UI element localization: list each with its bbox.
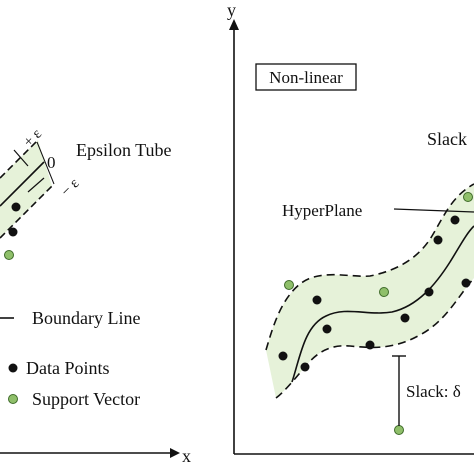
x-axis-arrowhead bbox=[170, 448, 180, 458]
epsilon-minus-label: − ε bbox=[58, 175, 82, 199]
right-tube-upper-boundary bbox=[265, 183, 474, 351]
epsilon-zero-label: 0 bbox=[47, 153, 56, 172]
right-data-point bbox=[400, 313, 410, 323]
epsilon-tube-label: Epsilon Tube bbox=[76, 140, 172, 160]
epsilon-plus-label: + ε bbox=[21, 126, 45, 150]
left-support-vector bbox=[4, 250, 14, 260]
left-data-point bbox=[8, 227, 18, 237]
legend-data-points-label: Data Points bbox=[26, 358, 110, 378]
epsilon-width-bracket bbox=[36, 141, 55, 185]
left-data-point bbox=[11, 202, 21, 212]
slack-top-label: Slack bbox=[427, 129, 467, 149]
hyperplane-curve bbox=[291, 225, 474, 383]
right-data-point bbox=[450, 215, 460, 225]
right-support-vector bbox=[379, 287, 389, 297]
epsilon-marker-upper bbox=[13, 149, 29, 167]
y-axis-label: y bbox=[227, 0, 236, 20]
epsilon-marker-lower bbox=[27, 177, 45, 193]
legend-data-point-marker bbox=[8, 363, 18, 373]
right-support-vector bbox=[284, 280, 294, 290]
hyperplane-label: HyperPlane bbox=[282, 201, 362, 220]
left-panel: + ε 0 − ε Epsilon Tube Boundary Line Dat… bbox=[0, 126, 191, 466]
left-epsilon-tube bbox=[0, 140, 52, 238]
right-data-point bbox=[278, 351, 288, 361]
left-boundary-line bbox=[0, 161, 45, 207]
left-tube-upper-boundary bbox=[0, 139, 39, 179]
legend-boundary-line-label: Boundary Line bbox=[32, 308, 140, 328]
non-linear-title: Non-linear bbox=[269, 68, 343, 87]
y-axis-arrowhead bbox=[229, 19, 239, 30]
legend-support-vector-label: Support Vector bbox=[32, 389, 140, 409]
right-support-vector bbox=[463, 192, 473, 202]
right-data-point bbox=[300, 362, 310, 372]
right-data-point bbox=[365, 340, 375, 350]
right-data-point bbox=[461, 278, 471, 288]
right-data-point bbox=[312, 295, 322, 305]
slack-delta-label: Slack: δ bbox=[406, 382, 461, 401]
x-axis-label: x bbox=[182, 446, 191, 466]
right-data-point bbox=[322, 324, 332, 334]
right-support-vector bbox=[394, 425, 404, 435]
right-tube-lower-boundary bbox=[275, 277, 474, 399]
legend-support-vector-marker bbox=[8, 394, 18, 404]
right-epsilon-tube bbox=[266, 184, 474, 398]
right-panel: y Non-linear Slack HyperPlane bbox=[227, 0, 474, 455]
right-data-point bbox=[433, 235, 443, 245]
left-tube-lower-boundary bbox=[0, 185, 53, 239]
hyperplane-leader-line bbox=[393, 208, 474, 213]
non-linear-title-box bbox=[255, 63, 357, 91]
right-data-point bbox=[424, 287, 434, 297]
